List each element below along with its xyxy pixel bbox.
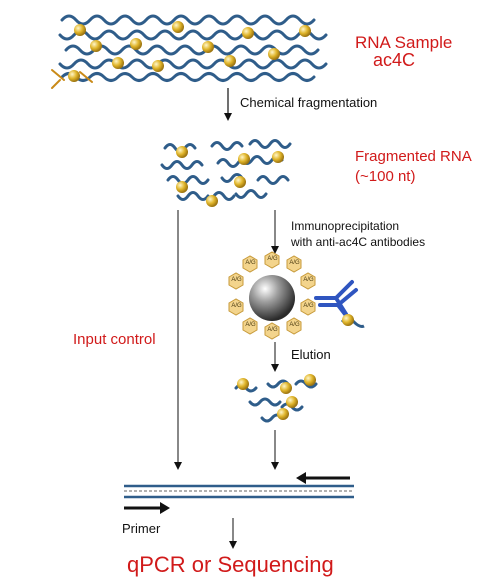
pcr-template-strands bbox=[124, 484, 354, 499]
protein-ag-bead bbox=[228, 251, 316, 340]
ag-label: A/G bbox=[245, 322, 256, 328]
ag-label: A/G bbox=[289, 260, 300, 266]
anti-ac4c-antibody bbox=[314, 280, 358, 320]
primer-label: Primer bbox=[122, 521, 161, 536]
ag-label: A/G bbox=[303, 277, 314, 283]
input-control-label: Input control bbox=[73, 331, 156, 348]
ag-label: A/G bbox=[303, 303, 314, 309]
ag-label: A/G bbox=[231, 277, 242, 283]
rna-sample-strands bbox=[51, 14, 328, 89]
ag-label: A/G bbox=[231, 303, 242, 309]
ag-label: A/G bbox=[267, 327, 278, 333]
elution-label: Elution bbox=[291, 347, 331, 362]
ac4c-modification-spheres bbox=[68, 21, 311, 82]
immunoprecipitation-label: Immunoprecipitation bbox=[291, 219, 400, 233]
ag-label: A/G bbox=[289, 322, 300, 328]
primer-arrows bbox=[124, 472, 350, 514]
ag-label: A/G bbox=[267, 256, 278, 262]
rna-sample-label: RNA Sample bbox=[355, 33, 453, 52]
ac4c-label: ac4C bbox=[373, 50, 416, 70]
ag-label: A/G bbox=[245, 260, 256, 266]
fragmented-rna-spheres bbox=[176, 146, 284, 207]
final-step-label: qPCR or Sequencing bbox=[127, 552, 334, 577]
chemical-fragmentation-label: Chemical fragmentation bbox=[240, 95, 378, 110]
fragment-size-label: (~100 nt) bbox=[355, 168, 416, 185]
antibody-label: with anti-ac4C antibodies bbox=[291, 235, 426, 249]
eluted-rna-spheres bbox=[237, 374, 316, 420]
fragmented-rna-label: Fragmented RNA bbox=[355, 148, 472, 165]
antibody-bound-rna bbox=[340, 314, 365, 328]
